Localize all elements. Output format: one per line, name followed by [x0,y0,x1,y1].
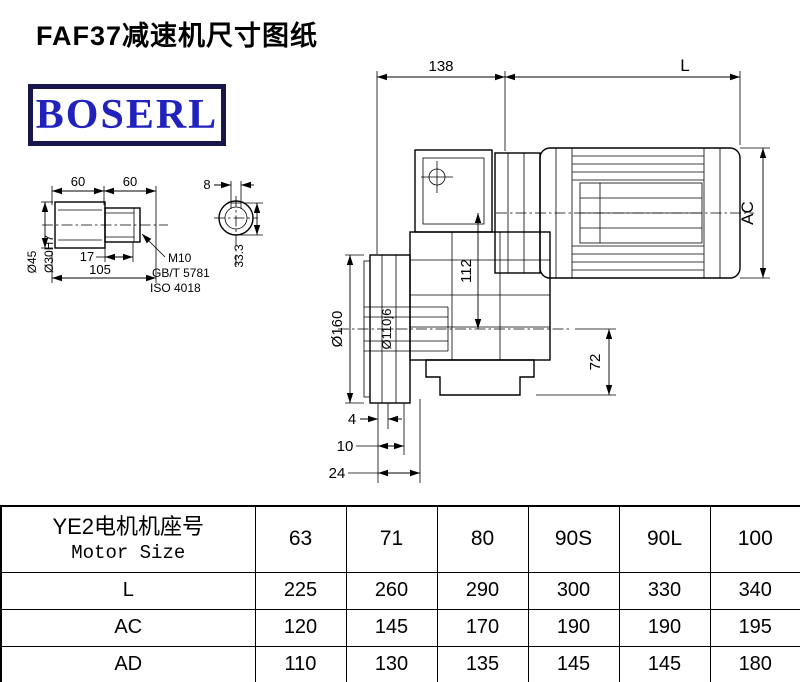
motor-size-header: YE2电机机座号 Motor Size [0,505,256,573]
table-cell: 130 [345,645,438,682]
technical-drawing: 60 60 17 105 Ø45 Ø30H7 M10 GB/T 5781 ISO… [25,56,770,483]
dim-10-label: 10 [337,438,354,455]
table-cell: 120 [254,608,347,647]
table-cell: 135 [436,645,529,682]
table-cell: 340 [709,571,800,610]
table-cell: 195 [709,608,800,647]
dim-AC-label: AC [738,201,757,225]
dim-d45-label: Ø45 [25,250,39,273]
dim-60a-label: 60 [71,174,85,189]
shaft-detail-view: 60 60 17 105 Ø45 Ø30H7 M10 GB/T 5781 ISO… [25,174,210,295]
dimension-table: YE2电机机座号 Motor Size 63 71 80 90S 90L 100… [0,505,800,682]
table-cell: 190 [618,608,711,647]
dim-4-label: 4 [348,411,356,428]
table-cell: 190 [527,608,620,647]
table-cell: 145 [527,645,620,682]
table-cell: 170 [436,608,529,647]
table-cell: 145 [618,645,711,682]
dim-72-label: 72 [587,354,604,371]
dim-17-label: 17 [80,249,94,264]
logo-text: BOSERL [35,92,219,138]
dim-60b-label: 60 [123,174,137,189]
table-row-L: L 225 260 290 300 330 340 [0,571,800,610]
dim-L-label: L [680,56,689,75]
table-row-AD: AD 110 130 135 145 145 180 [0,645,800,682]
dim-d160-label: Ø160 [329,311,346,348]
boserl-logo: BOSERL [28,84,226,146]
row-label-L: L [0,571,256,610]
table-row-AC: AC 120 145 170 190 190 195 [0,608,800,647]
dim-112-label: 112 [458,259,475,283]
keyway-section-view: 8 33.3 [203,177,263,268]
size-col-100: 100 [709,505,800,573]
gearbox-motor-view: 138 L AC [329,56,770,483]
size-col-80: 80 [436,505,529,573]
note-iso4018: ISO 4018 [150,281,201,295]
table-cell: 180 [709,645,800,682]
table-cell: 300 [527,571,620,610]
dim-138-label: 138 [428,58,453,75]
table-cell: 260 [345,571,438,610]
dim-d110-label: Ø110j6 [379,309,394,350]
size-col-90l: 90L [618,505,711,573]
table-cell: 225 [254,571,347,610]
size-col-90s: 90S [527,505,620,573]
page-title: FAF37减速机尺寸图纸 [36,21,319,51]
motor-size-header-cn: YE2电机机座号 [52,513,205,539]
dim-24-label: 24 [329,465,346,482]
size-col-71: 71 [345,505,438,573]
table-header-row: YE2电机机座号 Motor Size 63 71 80 90S 90L 100 [0,505,800,573]
note-m10: M10 [168,251,192,265]
dim-105-label: 105 [89,262,111,277]
dim-d30-label: Ø30H7 [42,235,56,273]
dim-333-label: 33.3 [232,244,246,268]
row-label-AC: AC [0,608,256,647]
table-cell: 330 [618,571,711,610]
table-cell: 110 [254,645,347,682]
note-gbt5781: GB/T 5781 [152,266,210,280]
row-label-AD: AD [0,645,256,682]
dim-8-label: 8 [203,177,210,192]
motor-size-header-en: Motor Size [71,542,186,565]
table-cell: 290 [436,571,529,610]
size-col-63: 63 [254,505,347,573]
table-cell: 145 [345,608,438,647]
